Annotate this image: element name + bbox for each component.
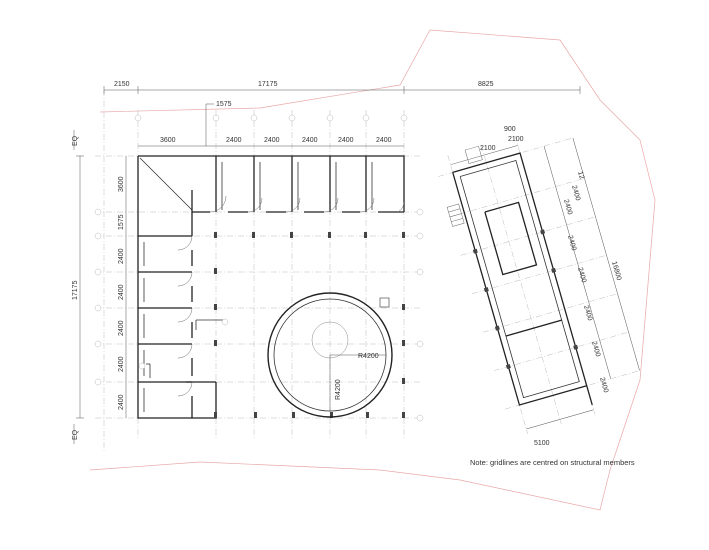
left-dim-7: 2400 — [118, 394, 125, 410]
radius-label-1: R4200 — [358, 353, 379, 360]
radius-label-2: R4200 — [335, 379, 342, 400]
upper-dim: 1575 — [216, 101, 232, 108]
rp-rot-dim-3: 2400 — [566, 235, 577, 252]
top-dim-1: 2150 — [114, 81, 130, 88]
eq-top: EQ — [72, 135, 79, 146]
rp-rot-dim-1: 2400 — [570, 185, 581, 202]
right-plan-dim-text: 900 2100 2100 12 2400 2400 2400 2400 240… — [480, 126, 622, 447]
bay-dim-4: 2400 — [302, 137, 318, 144]
rp-top-dim-1: 900 — [504, 126, 516, 133]
right-plan — [438, 135, 640, 434]
left-dim-3: 2400 — [118, 248, 125, 264]
rp-rot-dim-2: 2400 — [562, 199, 573, 216]
rp-overall-dim: 16800 — [610, 261, 622, 282]
bay-dim-1: 3600 — [160, 137, 176, 144]
site-boundary — [89, 29, 656, 511]
rp-rot-dim-4: 2400 — [576, 267, 587, 284]
circular-room — [267, 292, 393, 418]
top-dim-2: 17175 — [258, 81, 278, 88]
left-plan-dimensions — [73, 86, 581, 444]
bay-dim-3: 2400 — [264, 137, 280, 144]
rp-top-dim-2: 2100 — [480, 145, 496, 152]
rp-top-dim-3: 2100 — [508, 136, 524, 143]
drawing-note: Note: gridlines are centred on structura… — [470, 458, 635, 467]
left-dim-4: 2400 — [118, 284, 125, 300]
left-plan-columns — [138, 232, 405, 418]
bay-dim-6: 2400 — [376, 137, 392, 144]
left-dim-1: 3600 — [118, 176, 125, 192]
top-dim-3: 8825 — [478, 81, 494, 88]
overall-left-dim: 17175 — [72, 280, 79, 300]
bay-dim-5: 2400 — [338, 137, 354, 144]
left-plan-doors — [177, 195, 405, 397]
rp-rot-dim-6: 2400 — [590, 341, 601, 358]
left-plan-walls — [137, 155, 405, 419]
bay-dim-2: 2400 — [226, 137, 242, 144]
left-dim-5: 2400 — [118, 320, 125, 336]
rp-bottom-dim: 5100 — [534, 440, 550, 447]
left-dim-2: 1575 — [118, 214, 125, 230]
rp-rot-dim-5: 2400 — [582, 305, 593, 322]
eq-bottom: EQ — [72, 429, 79, 440]
left-dim-6: 2400 — [118, 356, 125, 372]
rp-rot-dim-7: 2400 — [598, 377, 609, 394]
left-plan-dim-text: 2150 17175 8825 1575 3600 2400 2400 2400… — [72, 81, 494, 440]
rp-small-dim: 12 — [576, 171, 585, 181]
